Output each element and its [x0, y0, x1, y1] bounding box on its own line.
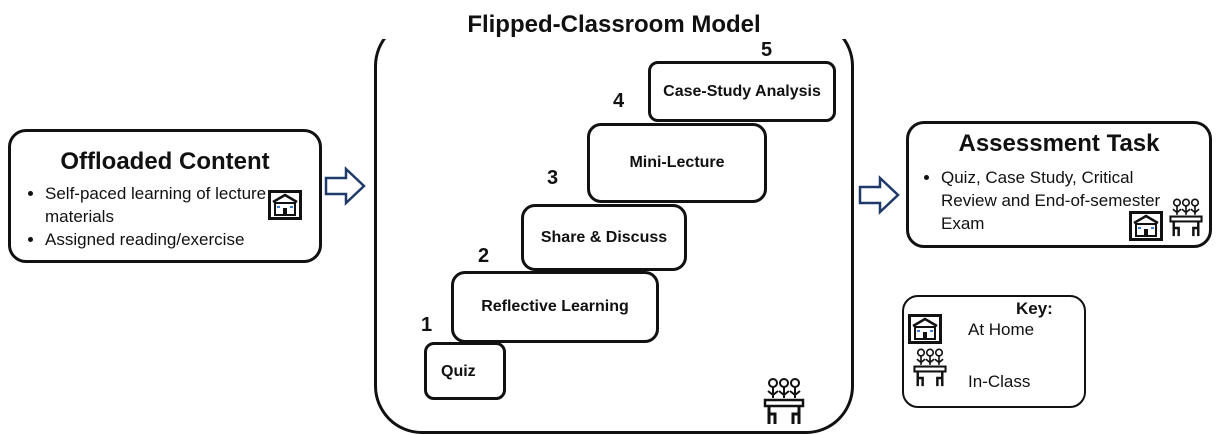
step-mini-lecture: Mini-Lecture: [587, 123, 767, 203]
key-title: Key:: [1016, 299, 1053, 318]
list-item: Quiz, Case Study, Critical Review and En…: [941, 166, 1186, 235]
step-label: Mini-Lecture: [629, 154, 725, 171]
assessment-task-list: Quiz, Case Study, Critical Review and En…: [919, 166, 1186, 235]
assessment-task-title: Assessment Task: [958, 130, 1160, 157]
step-number-2: 2: [478, 245, 490, 267]
assessment-task-box: Assessment Task Quiz, Case Study, Critic…: [906, 121, 1212, 248]
offloaded-content-list: Self-paced learning of lecture materials…: [23, 182, 285, 251]
home-icon: [908, 314, 942, 344]
key-at-home-label: At Home: [968, 320, 1035, 339]
right-arrow-icon: [324, 166, 366, 206]
step-number-4: 4: [613, 90, 625, 112]
step-quiz: Quiz: [424, 342, 506, 400]
step-number-3: 3: [547, 167, 559, 189]
step-share-discuss: Share & Discuss: [521, 204, 687, 271]
step-label: Case-Study Analysis: [663, 82, 821, 100]
step-label: Reflective Learning: [481, 298, 629, 315]
list-item: Assigned reading/exercise: [45, 228, 335, 251]
home-icon: [1129, 211, 1163, 241]
list-item: Self-paced learning of lecture materials: [45, 182, 285, 228]
right-arrow-icon: [858, 175, 900, 215]
key-in-class-label: In-Class: [968, 372, 1031, 391]
classroom-desk-icon: [763, 378, 805, 424]
classroom-desk-icon: [1169, 198, 1203, 237]
offloaded-content-title: Offloaded Content: [60, 148, 270, 175]
flipped-classroom-title: Flipped-Classroom Model: [374, 11, 854, 39]
home-icon: [268, 190, 302, 220]
step-label: Share & Discuss: [540, 228, 668, 246]
step-number-5: 5: [761, 39, 773, 61]
step-case-study-analysis: Case-Study Analysis: [648, 61, 836, 122]
step-label: Quiz: [441, 363, 476, 380]
classroom-desk-icon: [913, 348, 947, 387]
step-number-1: 1: [421, 314, 433, 336]
step-reflective-learning: Reflective Learning: [451, 271, 659, 343]
